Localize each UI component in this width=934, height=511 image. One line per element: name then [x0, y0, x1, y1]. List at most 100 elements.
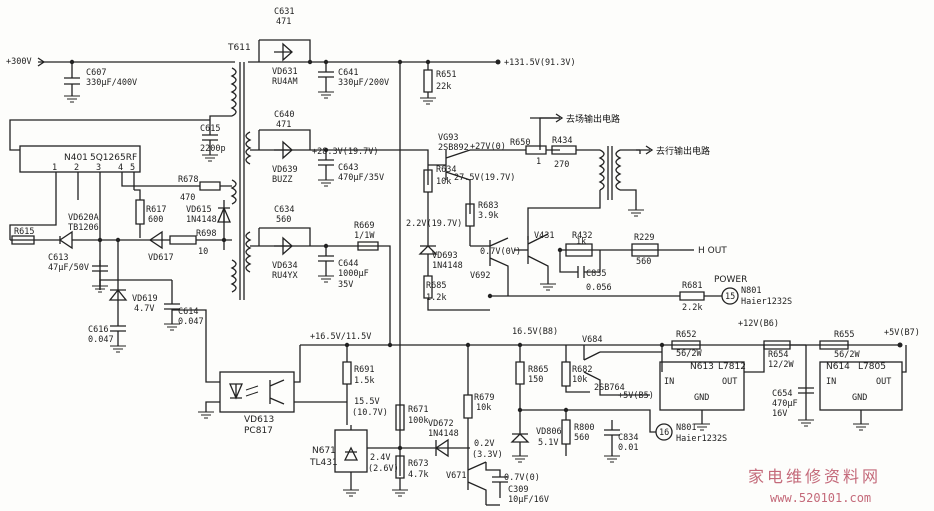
transformer-t611: T611	[227, 43, 251, 53]
ic-n613-label: N613	[690, 362, 714, 372]
r434-name: R434	[552, 136, 572, 146]
n801-power-part: Haier1232S	[741, 297, 792, 307]
vg93-part: 2SB892	[438, 143, 469, 153]
h-out-label: H OUT	[698, 246, 727, 256]
v692-name: V692	[470, 271, 490, 281]
c615-name: C615	[200, 124, 220, 134]
r671-value: 100k	[408, 416, 428, 426]
line-output-label: 去行输出电路	[656, 145, 710, 157]
field-output-label: 去场输出电路	[566, 113, 620, 125]
ic-n614-label: N614	[826, 362, 850, 372]
vd615-name: VD615	[186, 205, 212, 215]
c631-value: 471	[276, 17, 291, 27]
volt-0-2v: 0.2V	[474, 439, 494, 449]
c834-name: C834	[618, 433, 638, 443]
vd693-name: VD693	[432, 251, 458, 261]
vd672-name: VD672	[428, 419, 454, 429]
pin-16: 16	[659, 428, 669, 438]
ic-n614-part: L7805	[858, 362, 886, 372]
c654-value: 470μF	[772, 399, 798, 409]
r650-name: R650	[510, 138, 530, 148]
vd619-part: 4.7V	[134, 304, 154, 314]
c607-value: 330μF/400V	[86, 78, 137, 88]
capacitor-labels: C607 330μF/400V C631 471 C641 330μF/200V…	[48, 7, 798, 505]
n613-gnd: GND	[694, 393, 709, 403]
c643-name: C643	[338, 163, 358, 173]
c644-volt: 35V	[338, 280, 353, 290]
r650-value: 1	[536, 157, 541, 167]
diode-labels: VD631 RU4AM VD639 BUZZ VD634 RU4YX VD620…	[68, 67, 562, 448]
vd639-part: BUZZ	[272, 175, 292, 185]
c644-value: 1000μF	[338, 269, 369, 279]
n614-out: OUT	[876, 377, 891, 387]
n801-name: N801	[676, 423, 696, 433]
ic-labels: N401 5Q1265RF 1 2 3 4 5 N613 L7812 IN OU…	[52, 43, 891, 468]
rail-16v-b8: 16.5V(B8)	[512, 327, 558, 337]
rail-27v: +27V(0)	[470, 142, 506, 152]
r679-name: R679	[474, 393, 494, 403]
vd617-name: VD617	[148, 253, 174, 263]
c613-value: 47μF/50V	[48, 263, 89, 273]
r229-value: 560	[636, 257, 651, 267]
ic-n613-part: L7812	[718, 362, 746, 372]
vd620a-name: VD620A	[68, 213, 99, 223]
n613-out: OUT	[722, 377, 737, 387]
volt-15-5v: 15.5V	[354, 397, 380, 407]
r617-value: 600	[148, 215, 163, 225]
n801-power-name: N801	[741, 286, 761, 296]
c835-name: C835	[586, 269, 606, 279]
v684-part: 2SB764	[594, 383, 625, 393]
r681-value: 2.2k	[682, 303, 702, 313]
r654-name: R654	[768, 350, 788, 360]
vd634-name: VD634	[272, 261, 298, 271]
ic-n401-label: N401	[64, 153, 88, 163]
r800-value: 560	[574, 433, 589, 443]
resistor-labels: R651 22k R650 1 R434 270 R634 10k R683 3…	[14, 70, 860, 480]
power-label: POWER	[714, 275, 747, 285]
c616-name: C616	[88, 325, 108, 335]
ic-n401-part: 5Q1265RF	[90, 153, 137, 163]
r432-value: 1k	[576, 237, 586, 247]
r432-name: R432	[572, 231, 592, 241]
vd806-name: VD806	[536, 427, 562, 437]
r671-name: R671	[408, 405, 428, 415]
n401-pin-5: 5	[130, 163, 135, 173]
r691-value: 1.5k	[354, 376, 374, 386]
r683-value: 3.9k	[478, 211, 498, 221]
v431-name: V431	[534, 231, 554, 241]
c615-value: 2200p	[200, 144, 226, 154]
rail-5v: +5V(B7)	[884, 328, 920, 338]
r652-value: 56/2W	[676, 349, 702, 359]
n401-pin-4: 4	[118, 163, 123, 173]
r652-name: R652	[676, 330, 696, 340]
c654-volt: 16V	[772, 409, 787, 419]
r679-value: 10k	[476, 403, 491, 413]
c640-value: 471	[276, 120, 291, 130]
voltage-labels: 27.5V(19.7V) 2.2V(19.7V) 0.7V(0V) 15.5V …	[352, 173, 540, 483]
volt-3-3v: (3.3V)	[472, 450, 503, 460]
rail-labels: +300V +131.5V(91.3V) +28.3V(19.7V) +27V(…	[6, 57, 920, 401]
volt-10-7v: (10.7V)	[352, 408, 388, 418]
r669-name: R669	[354, 221, 374, 231]
v671-name: V671	[446, 471, 466, 481]
r682-value: 10k	[572, 375, 587, 385]
n801-part: Haier1232S	[676, 434, 727, 444]
vd693-part: 1N4148	[432, 261, 463, 271]
rail-5v-b5: +5V(B5)	[618, 391, 654, 401]
r229-name: R229	[634, 233, 654, 243]
r651-name: R651	[436, 70, 456, 80]
watermark-url: www.520101.com	[770, 491, 871, 505]
r617-name: R617	[146, 205, 166, 215]
rail-28v: +28.3V(19.7V)	[312, 147, 379, 157]
r681-name: R681	[682, 281, 702, 291]
vd631-part: RU4AM	[272, 77, 298, 87]
vd615-part: 1N4148	[186, 215, 217, 225]
c834-value: 0.01	[618, 443, 638, 453]
r655-value: 56/2W	[834, 350, 860, 360]
volt-2-2v: 2.2V(19.7V)	[406, 219, 462, 229]
ic-vd613-label: VD613	[244, 415, 274, 425]
r678-value: 470	[180, 193, 195, 203]
r673-value: 4.7k	[408, 470, 428, 480]
